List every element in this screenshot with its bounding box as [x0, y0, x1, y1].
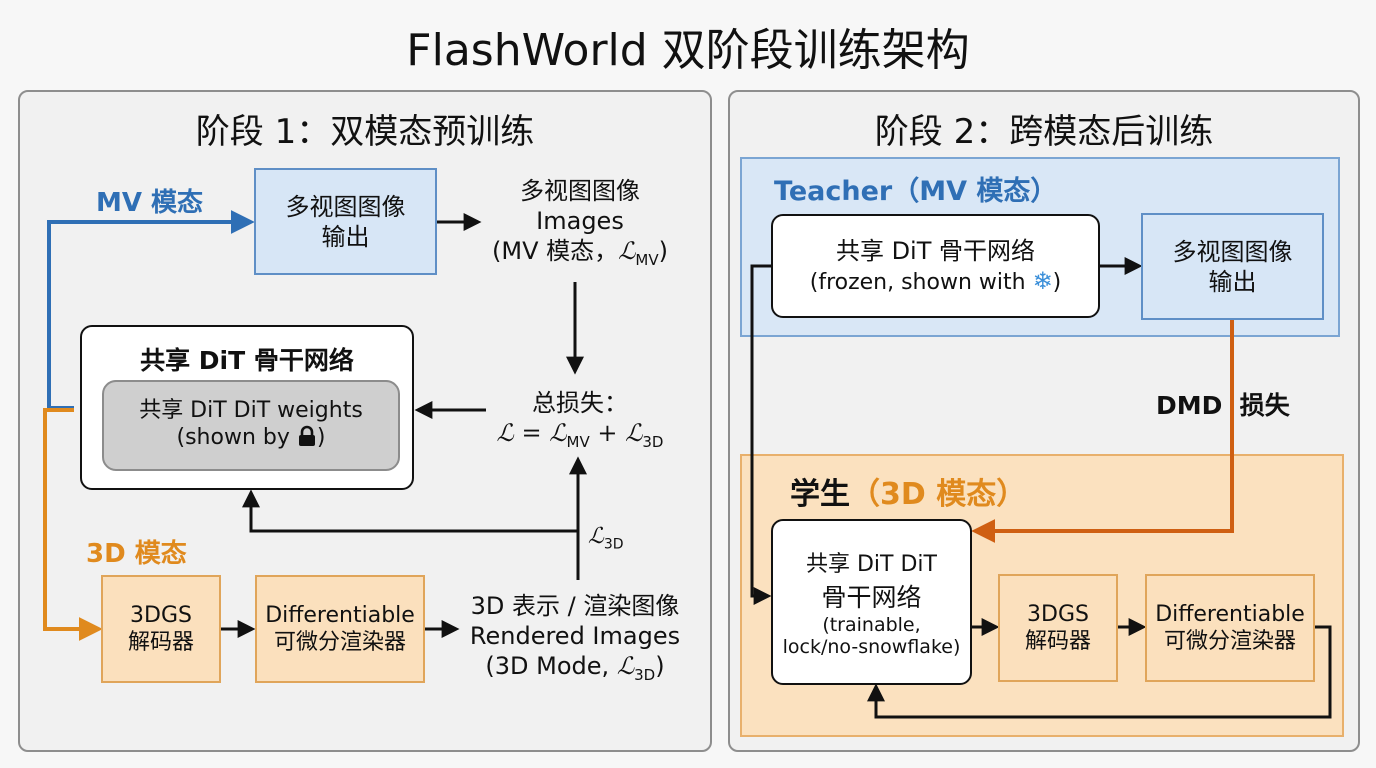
teacher-to-student-arrow	[750, 264, 772, 605]
total-loss-label: 总损失：	[532, 389, 628, 417]
loss-mv-sub: MV	[566, 432, 590, 451]
render-loss-sub: 3D	[634, 665, 656, 684]
stage2-title: 阶段 2：跨模态后训练	[874, 112, 1214, 152]
dmd-loss-arrow	[971, 320, 1234, 543]
student-label-mode: （3D 模态）	[850, 477, 1027, 512]
total-loss-text: 总损失： ℒ = ℒMV + ℒ3D	[470, 388, 690, 452]
student-backbone-line3: (trainable,	[822, 614, 921, 636]
render-loss-symbol: ℒ	[616, 652, 635, 680]
teacher-backbone-pre: (frozen, shown with	[809, 269, 1033, 295]
stage1-title: 阶段 1：双模态预训练	[195, 112, 535, 152]
loss-mv-symbol: ℒ	[549, 419, 567, 447]
mv-output-text-line1: 多视图图像	[520, 177, 640, 205]
teacher-output-line1: 多视图图像	[1172, 237, 1293, 266]
snowflake-icon: ❄	[1032, 266, 1053, 295]
loss-3d-label-sub: 3D	[603, 536, 624, 553]
teacher-label: Teacher（MV 模态）	[774, 176, 1058, 207]
student-backbone-line4: lock/no-snowflake)	[782, 636, 961, 658]
student-label: 学生（3D 模态）	[790, 469, 1026, 513]
mv-loss-close: )	[658, 237, 668, 265]
render-text-line1: 3D 表示 / 渲染图像	[470, 592, 680, 620]
shared-weights-post: )	[316, 425, 326, 450]
mv-output-text: 多视图图像 Images (MV 模态，ℒMV)	[470, 176, 690, 270]
loss-3d-label-symbol: ℒ	[588, 524, 604, 549]
teacher-output-box: 多视图图像 输出	[1141, 213, 1324, 320]
render-text: 3D 表示 / 渲染图像 Rendered Images (3D Mode, ℒ…	[456, 591, 694, 685]
mv-loss-open: (MV 模态，	[492, 237, 619, 265]
three-d-mode-label: 3D 模态	[86, 539, 187, 569]
decoder-box: 3DGS 解码器	[101, 575, 221, 683]
render-text-line3: (3D Mode, ℒ3D)	[456, 651, 694, 685]
render-loss-close: )	[655, 652, 665, 680]
loss-3d-sub: 3D	[642, 432, 664, 451]
render-loss-open: (3D Mode,	[485, 652, 617, 680]
shared-backbone-title: 共享 DiT 骨干网络	[140, 346, 354, 375]
renderer-loop-arrow	[867, 625, 1332, 719]
student-decoder-box: 3DGS 解码器	[998, 574, 1118, 682]
mv-output-text-line3: (MV 模态，ℒMV)	[470, 236, 690, 270]
student-backbone-line2: 骨干网络	[821, 583, 922, 612]
student-label-main: 学生	[790, 477, 850, 512]
mv-loss-sub: MV	[635, 250, 659, 269]
teacher-output-line2: 输出	[1208, 267, 1257, 296]
mv-output-box-line1: 多视图图像	[285, 192, 406, 221]
total-loss-formula: ℒ = ℒMV + ℒ3D	[470, 418, 690, 452]
mv-output-box-line2: 输出	[321, 222, 370, 251]
dmd-loss-label: DMD 损失	[1156, 391, 1290, 420]
student-decoder-line1: 3DGS	[1027, 601, 1089, 627]
teacher-backbone-post: )	[1052, 269, 1062, 295]
teacher-backbone-line1: 共享 DiT 骨干网络	[835, 236, 1036, 265]
renderer-line2: 可微分渲染器	[273, 630, 406, 655]
shared-weights-box: 共享 DiT DiT weights (shown by )	[102, 380, 400, 471]
student-backbone-box: 共享 DiT DiT 骨干网络 (trainable, lock/no-snow…	[771, 519, 972, 685]
renderer-box: Differentiable 可微分渲染器	[255, 575, 425, 683]
render-text-line2: Rendered Images	[469, 622, 681, 650]
teacher-backbone-box: 共享 DiT 骨干网络 (frozen, shown with ❄)	[771, 214, 1100, 318]
diagram-title: FlashWorld 双阶段训练架构	[406, 25, 970, 76]
loss-3d-symbol: ℒ	[625, 419, 643, 447]
loss-plus: +	[589, 419, 626, 447]
renderer-line1: Differentiable	[265, 602, 415, 628]
loss-3d-label: ℒ3D	[588, 524, 624, 552]
mv-output-text-line2: Images	[536, 207, 624, 235]
student-decoder-line2: 解码器	[1024, 629, 1091, 654]
shared-weights-line1: 共享 DiT DiT weights	[139, 397, 363, 423]
loss-total-symbol: ℒ	[496, 419, 514, 447]
three-d-mode-arrow	[43, 408, 103, 641]
student-renderer-line1: Differentiable	[1155, 601, 1305, 627]
shared-weights-line2: (shown by )	[177, 424, 326, 455]
decoder-line2: 解码器	[127, 630, 194, 655]
teacher-backbone-line2: (frozen, shown with ❄)	[810, 266, 1062, 297]
mv-output-box: 多视图图像 输出	[254, 168, 437, 275]
lock-icon	[297, 425, 317, 455]
student-renderer-line2: 可微分渲染器	[1163, 629, 1296, 654]
loss-eq: =	[513, 419, 550, 447]
student-backbone-line1: 共享 DiT DiT	[806, 552, 937, 577]
decoder-line1: 3DGS	[130, 602, 192, 628]
render-to-backbone-arrow	[242, 489, 578, 533]
shared-weights-pre: (shown by	[176, 425, 297, 450]
student-renderer-box: Differentiable 可微分渲染器	[1145, 574, 1315, 682]
mv-loss-symbol: ℒ	[618, 237, 636, 265]
mv-mode-label: MV 模态	[96, 188, 204, 218]
